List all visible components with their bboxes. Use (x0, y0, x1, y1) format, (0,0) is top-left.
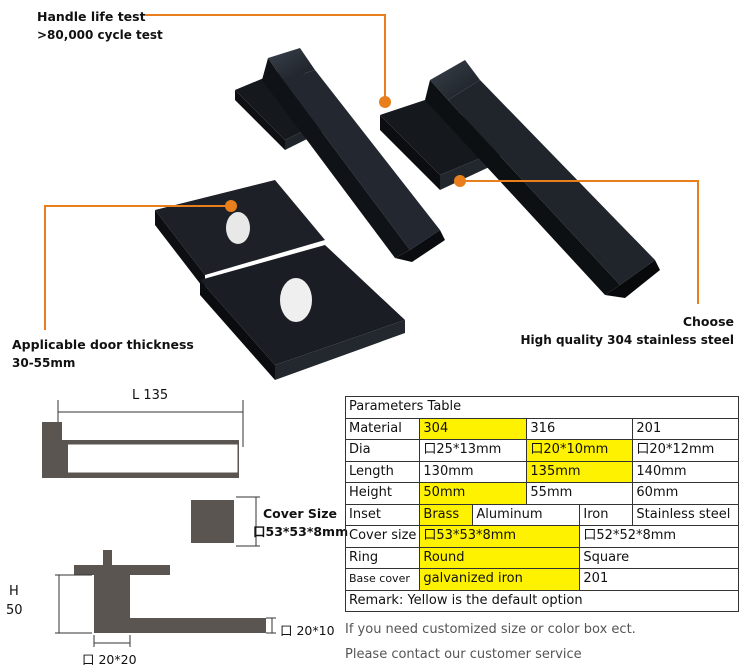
row-label: Cover size (344, 525, 421, 548)
cover-size-title: Cover Size (263, 506, 337, 521)
side-view-handle (74, 550, 266, 633)
table-cell: 口20*12mm (632, 439, 740, 462)
table-cell: Round (419, 546, 581, 569)
product-photo (155, 48, 660, 380)
table-row: Ring Round Square (344, 546, 740, 569)
footnote-customize: If you need customized size or color box… (345, 622, 636, 637)
right-handle (425, 60, 660, 298)
callout-dot (225, 200, 237, 212)
callout-line (384, 14, 386, 102)
material-subtitle: High quality 304 stainless steel (520, 333, 734, 347)
callout-dot (379, 96, 391, 108)
table-row: Length 130mm 135mm 140mm (344, 460, 740, 483)
table-cell: 130mm (419, 460, 528, 483)
height-dimension (55, 574, 92, 634)
parameters-table: Parameters Table Material 304 316 201 Di… (344, 396, 740, 612)
right-dimension (266, 617, 276, 634)
callout-line (697, 180, 699, 304)
table-title: Parameters Table (344, 396, 740, 419)
height-value: 50 (6, 603, 23, 618)
handle-life-subtitle: >80,000 cycle test (37, 28, 163, 42)
table-cell: Iron (579, 503, 634, 526)
handle-life-title: Handle life test (37, 9, 146, 24)
row-label: Base cover (344, 568, 421, 591)
table-cell: 50mm (419, 482, 528, 505)
table-row: Material 304 316 201 (344, 417, 740, 440)
table-row: Inset Brass Aluminum Iron Stainless stee… (344, 503, 740, 526)
table-cell: 口53*53*8mm (419, 525, 581, 548)
row-label: Material (344, 417, 421, 440)
table-cell: 201 (632, 417, 740, 440)
material-title: Choose (682, 314, 734, 329)
callout-line (460, 180, 698, 182)
table-cell: 201 (579, 568, 740, 591)
table-cell: 口20*10mm (526, 439, 634, 462)
escutcheon-front (200, 245, 405, 380)
top-view-handle (42, 422, 239, 478)
table-row: Cover size 口53*53*8mm 口52*52*8mm (344, 525, 740, 548)
table-cell: 304 (419, 417, 528, 440)
row-label: Dia (344, 439, 421, 462)
table-row: Base cover galvanized iron 201 (344, 568, 740, 591)
row-label: Height (344, 482, 421, 505)
door-thickness-title: Applicable door thickness (12, 337, 194, 352)
cover-size-value: 口53*53*8mm (253, 524, 349, 539)
door-thickness-value: 30-55mm (12, 356, 76, 370)
table-cell: 55mm (526, 482, 634, 505)
table-cell: Brass (419, 503, 474, 526)
callout-line (145, 14, 385, 16)
footnote-contact: Please contact our customer service (345, 647, 582, 662)
table-remark-row: Remark: Yellow is the default option (344, 589, 740, 612)
table-title-row: Parameters Table (344, 396, 740, 419)
callout-line (44, 205, 228, 207)
bottom-dimension (93, 635, 131, 647)
cover-square (191, 496, 260, 547)
height-label: H (9, 584, 19, 599)
row-label: Inset (344, 503, 421, 526)
table-cell: galvanized iron (419, 568, 581, 591)
callout-line (44, 205, 46, 330)
table-cell: Aluminum (472, 503, 581, 526)
row-label: Length (344, 460, 421, 483)
table-remark: Remark: Yellow is the default option (344, 589, 740, 612)
table-cell: 140mm (632, 460, 740, 483)
length-dimension (57, 400, 244, 447)
bottom-dimension-label: 口 20*20 (82, 652, 137, 667)
table-cell: 316 (526, 417, 634, 440)
right-dimension-label: 口 20*10 (280, 623, 335, 638)
left-handle (262, 48, 445, 262)
table-cell: 口52*52*8mm (579, 525, 740, 548)
table-row: Dia 口25*13mm 口20*10mm 口20*12mm (344, 439, 740, 462)
table-cell: 口25*13mm (419, 439, 528, 462)
table-cell: Square (579, 546, 740, 569)
escutcheon-back (155, 180, 325, 290)
table-cell: Stainless steel (632, 503, 740, 526)
row-label: Ring (344, 546, 421, 569)
length-label: L 135 (132, 388, 169, 403)
table-row: Height 50mm 55mm 60mm (344, 482, 740, 505)
dimension-drawing (42, 400, 276, 647)
table-cell: 60mm (632, 482, 740, 505)
table-cell: 135mm (526, 460, 634, 483)
